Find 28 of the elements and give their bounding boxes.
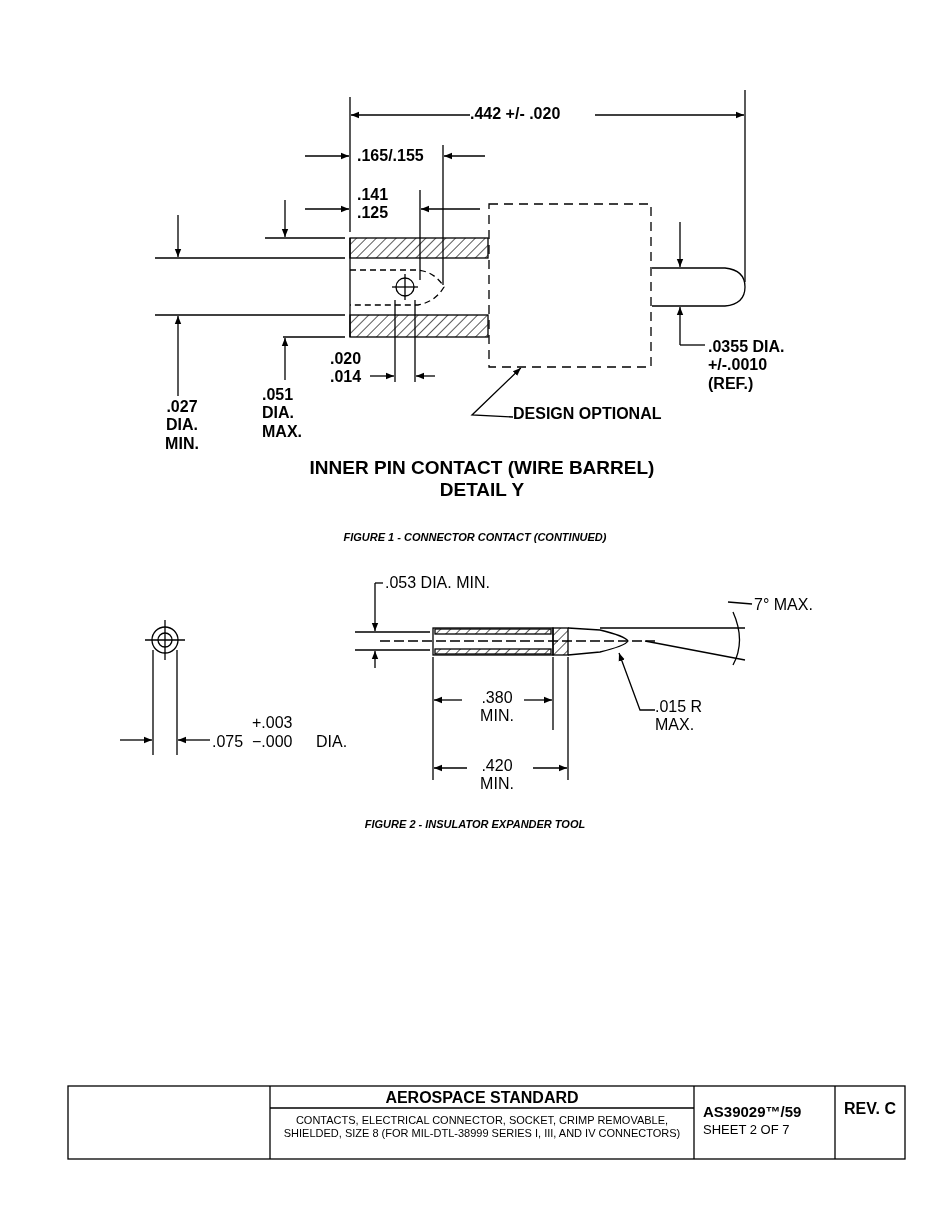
dimension-label: DIA. xyxy=(316,733,349,752)
dimension-label: .027 DIA. MIN. xyxy=(164,398,200,454)
dimension-label: .051 DIA. MAX. xyxy=(262,386,303,442)
revision-label: REV. C xyxy=(843,1100,897,1119)
tolerance-label: −.000 xyxy=(252,733,294,752)
leader-line xyxy=(470,367,522,418)
dimension-label: .0355 DIA. +/-.0010 (REF.) xyxy=(708,338,786,394)
tolerance-label: +.003 xyxy=(252,714,294,733)
dimension-label: .053 DIA. MIN. xyxy=(385,574,491,593)
dimension-label: .075 xyxy=(212,733,245,752)
dimension-label: .442 +/- .020 xyxy=(470,105,562,124)
title-block-heading: AEROSPACE STANDARD xyxy=(384,1089,580,1108)
dashed-outline xyxy=(488,203,652,368)
callout-label: DESIGN OPTIONAL xyxy=(513,405,693,429)
title-block-text: CONTACTS, ELECTRICAL CONNECTOR, SOCKET, CRIMP REMOVABLE, SHIELDED, SIZE 8 (FOR MIL-DTL-38999 SERIES I, III, AND IV CONNECTORS) xyxy=(282,1114,682,1140)
drawing-title: INNER PIN CONTACT (WIRE BARREL) DETAIL Y xyxy=(308,457,656,501)
figure-caption: FIGURE 2 - INSULATOR EXPANDER TOOL xyxy=(363,818,587,831)
dimension-label: .165/.155 xyxy=(357,147,425,166)
dimension-label: .380 MIN. xyxy=(479,689,515,726)
callout-label: .015 R MAX. xyxy=(655,698,725,738)
dimension-label: .420 MIN. xyxy=(479,757,515,794)
leader-line xyxy=(618,652,656,711)
dimension-label: 7° MAX. xyxy=(754,596,814,615)
document-number: AS39029™/59 xyxy=(703,1103,803,1121)
figure-caption: FIGURE 1 - CONNECTOR CONTACT (CONTINUED) xyxy=(342,531,608,544)
sheet-number: SHEET 2 OF 7 xyxy=(703,1123,791,1138)
dimension-label: .020 .014 xyxy=(330,350,363,387)
dimension-label: .141 .125 xyxy=(357,186,390,223)
